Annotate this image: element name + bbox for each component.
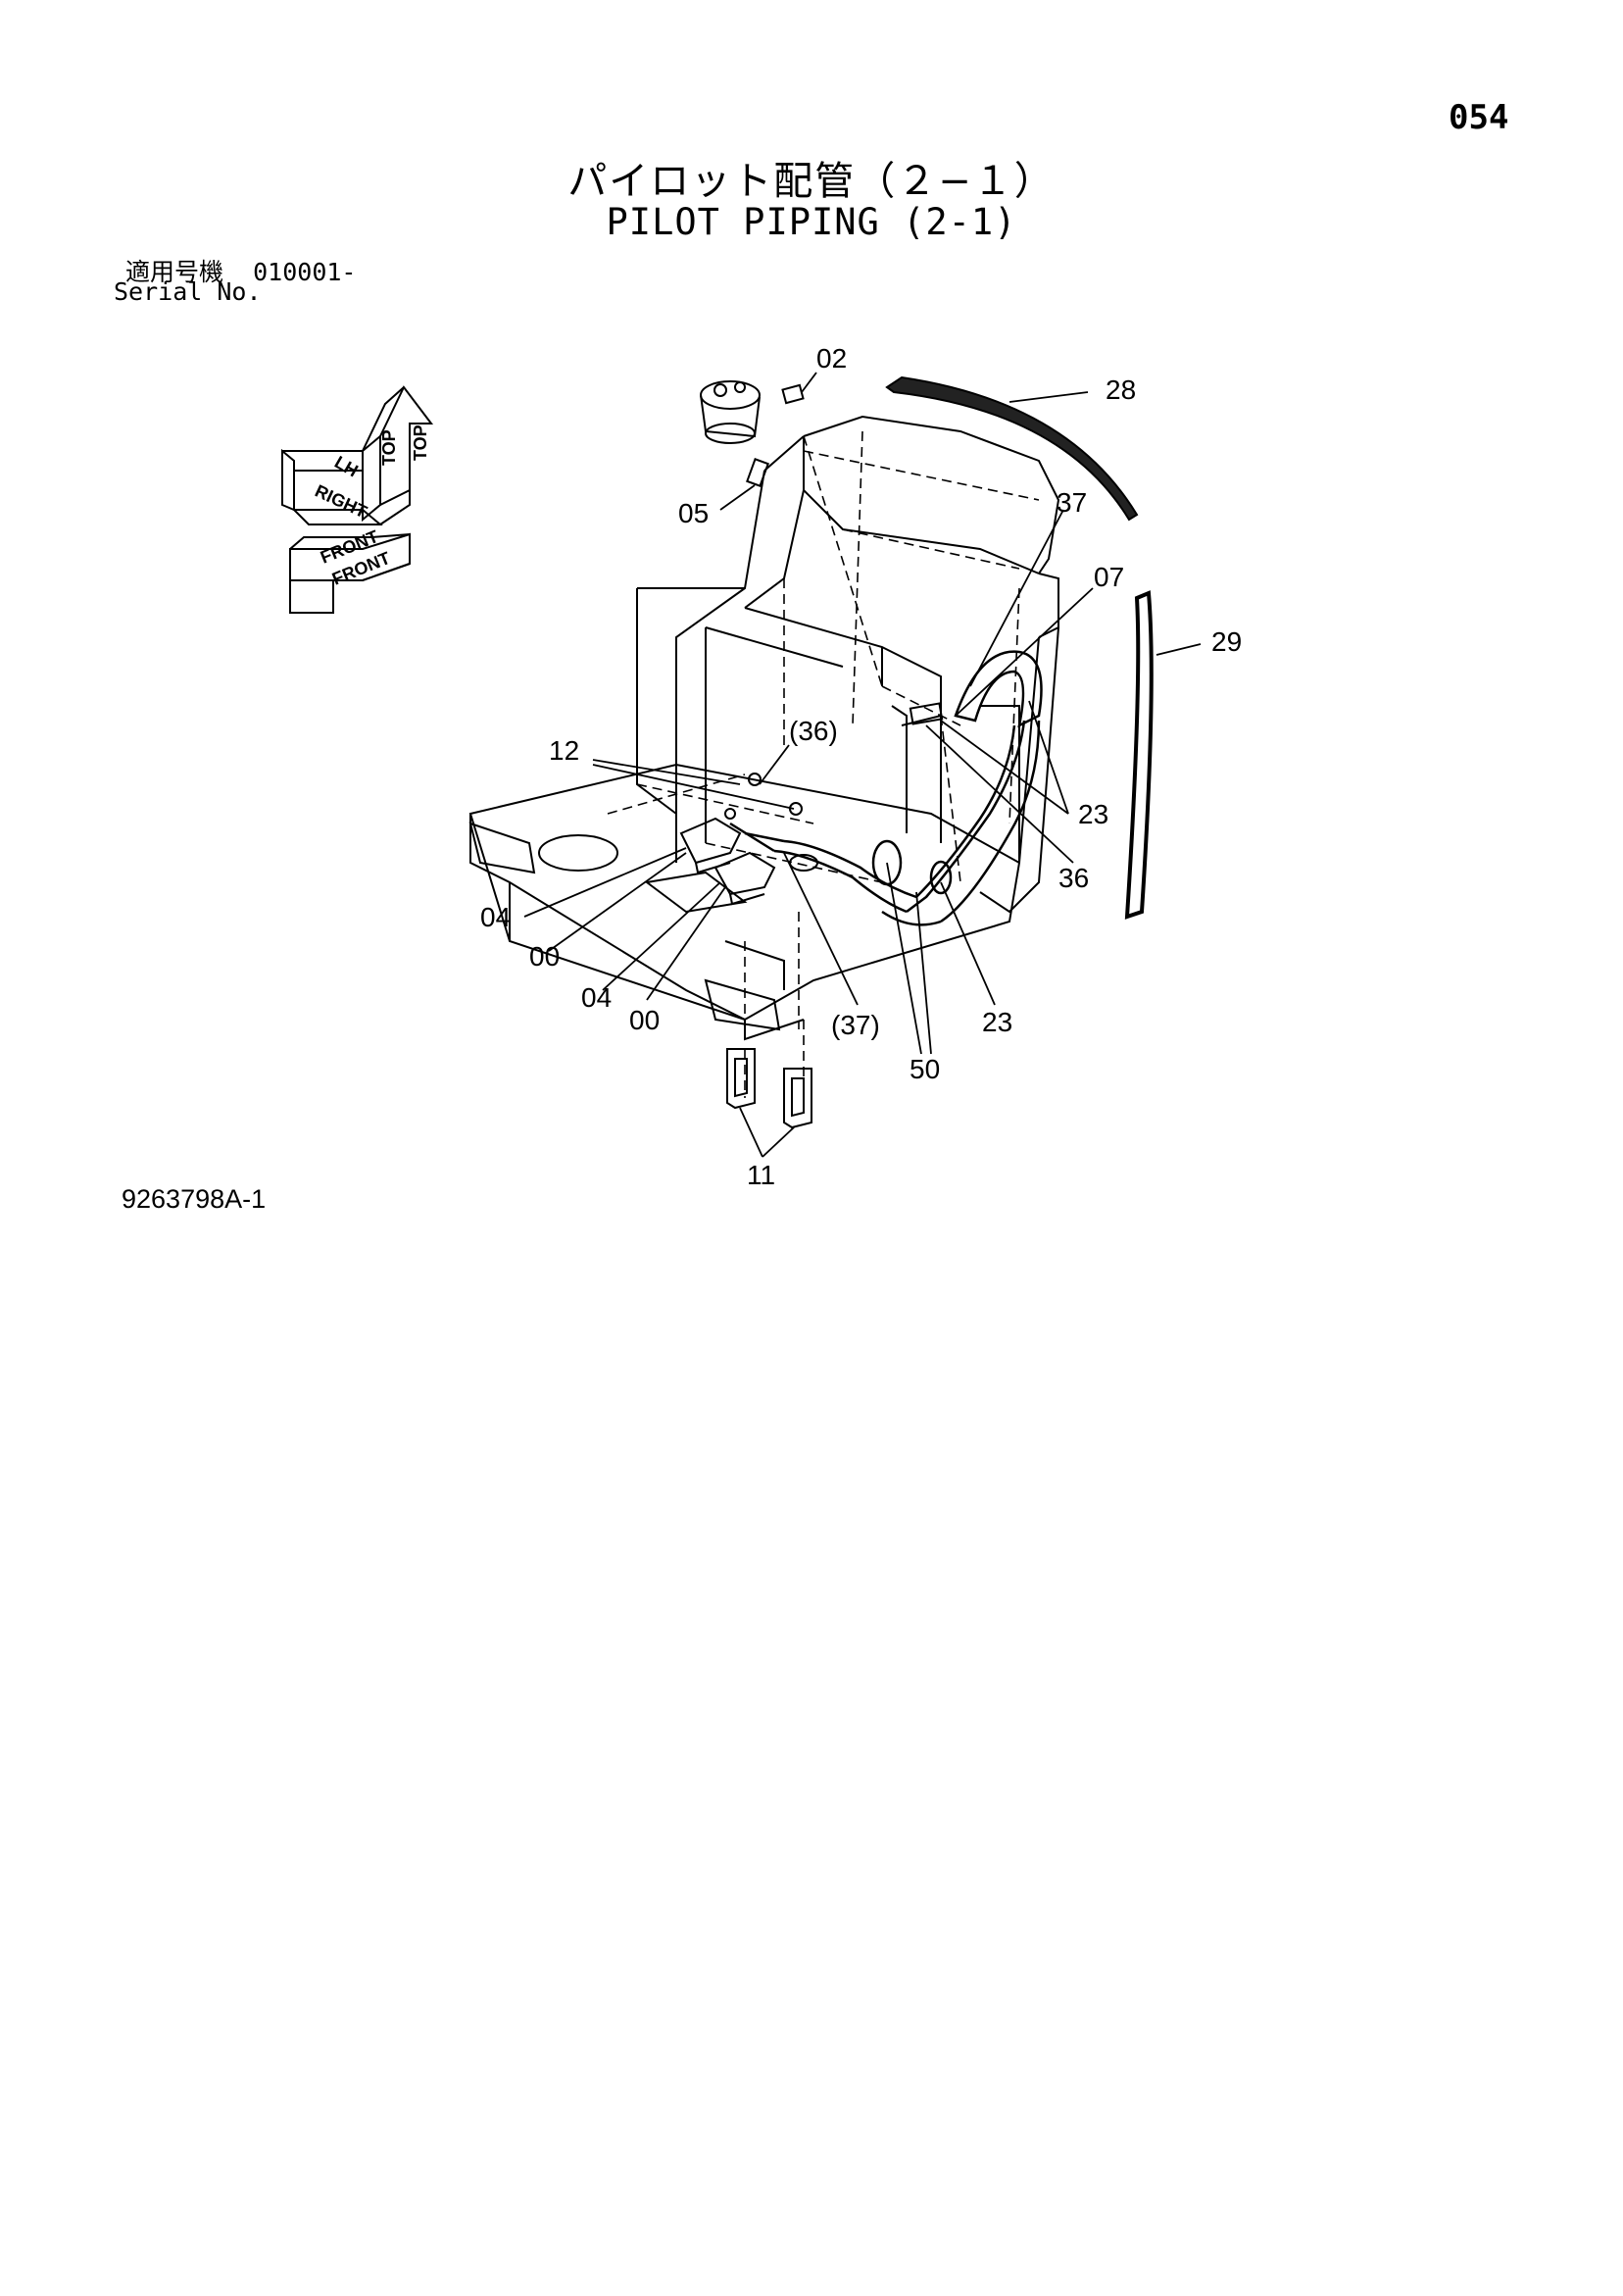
page-title-jp: パイロット配管（２−１） <box>567 159 1056 204</box>
part-pilot-valve <box>700 380 805 487</box>
callout-50: 50 <box>910 1054 940 1084</box>
callout-36-ref: (36) <box>789 716 838 746</box>
callout-00-left: 00 <box>529 941 560 972</box>
leader-lines <box>523 372 1202 1158</box>
callout-28: 28 <box>1106 374 1136 405</box>
part-pedal-valves <box>679 817 776 906</box>
orientation-right-label: RIGHT <box>312 480 369 522</box>
orientation-top-label-2: TOP <box>411 424 430 461</box>
callout-37: 37 <box>1057 487 1087 518</box>
part-fittings <box>724 702 944 820</box>
serial-label-jp: 適用号機 <box>125 258 224 286</box>
serial-label-en: Serial No. <box>114 277 262 306</box>
part-pilot-hoses <box>729 720 1041 926</box>
callout-23-upper: 23 <box>1078 799 1108 829</box>
orientation-lh-label: LH <box>331 452 362 480</box>
callout-05: 05 <box>678 498 709 528</box>
callout-04-right: 04 <box>581 982 612 1013</box>
part-seal-strip-top <box>885 375 1139 522</box>
callout-12: 12 <box>549 735 579 766</box>
serial-range: 010001- <box>253 258 357 286</box>
part-floor-clips <box>726 1048 812 1129</box>
part-pilot-hose <box>954 650 1043 728</box>
orientation-top-label: TOP <box>379 429 399 466</box>
page-title-en: PILOT PIPING (2-1) <box>606 201 1017 243</box>
callout-29: 29 <box>1211 626 1242 657</box>
callout-11: 11 <box>747 1160 775 1190</box>
callout-02: 02 <box>816 343 847 374</box>
page-number: 054 <box>1449 98 1509 137</box>
orientation-indicator <box>281 385 434 614</box>
drawing-number: 9263798A-1 <box>122 1184 267 1214</box>
callout-36: 36 <box>1058 863 1089 893</box>
exploded-parts-diagram: TOP TOP LH RIGHT FRONT FRONT <box>281 343 1242 1190</box>
callout-23-lower: 23 <box>982 1007 1012 1037</box>
callout-07: 07 <box>1094 562 1124 592</box>
callout-04-left: 04 <box>480 902 511 932</box>
part-seal-strip-side <box>1124 590 1154 920</box>
callout-00-right: 00 <box>629 1005 660 1035</box>
serial-applicable: 適用号機 010001- <box>125 253 356 288</box>
callout-37-ref: (37) <box>831 1010 880 1040</box>
